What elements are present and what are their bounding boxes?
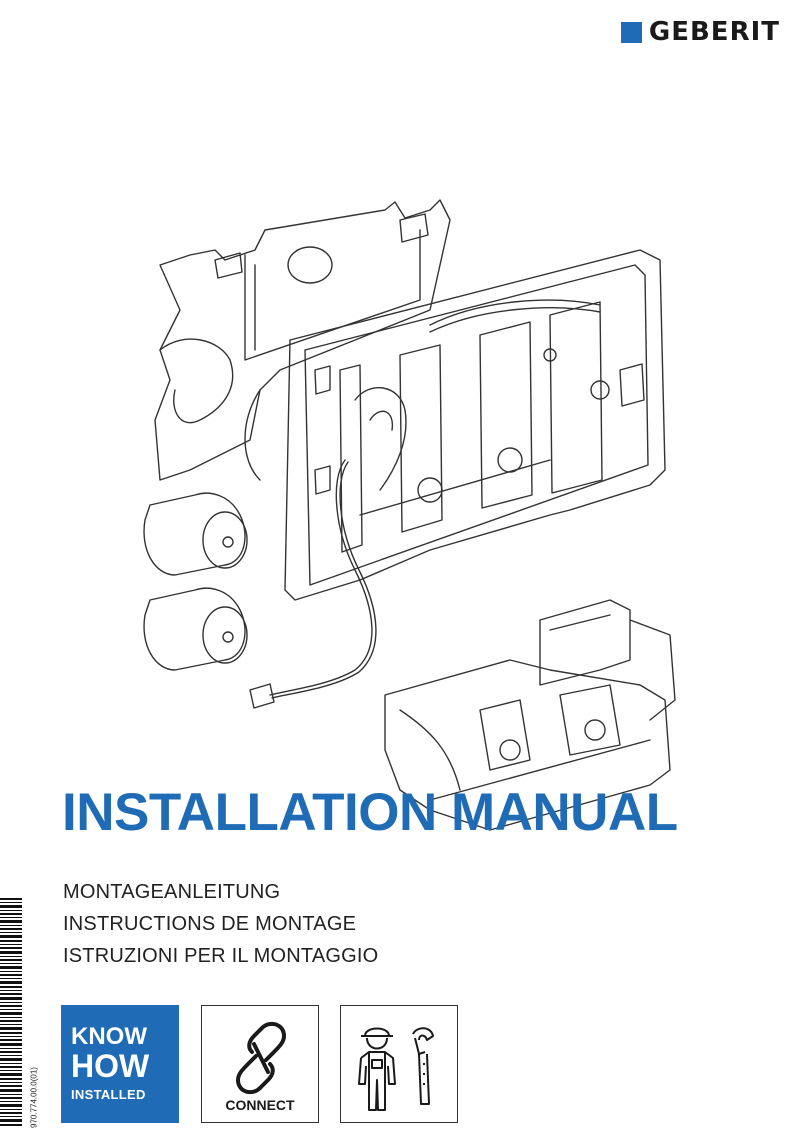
logo-text: GEBERIT (648, 17, 780, 47)
pipe-wrench-icon (412, 1027, 434, 1105)
worker-icon (358, 1027, 396, 1111)
badge-line-installed: INSTALLED (71, 1087, 146, 1102)
document-number: 970.774.00.0(01) (29, 1067, 39, 1129)
subtitle-german: MONTAGEANLEITUNG (63, 881, 281, 903)
mounting-frame (284, 249, 666, 601)
subtitle-italian: ISTRUZIONI PER IL MONTAGGIO (63, 945, 379, 967)
badge-line-know: KNOW (71, 1023, 147, 1050)
chain-link-icon (235, 1021, 287, 1095)
product-illustration (143, 199, 676, 831)
installer-badge (340, 1005, 458, 1123)
know-how-installed-badge: KNOW HOW INSTALLED (61, 1005, 179, 1123)
valve-unit (384, 599, 676, 831)
cover-plate (154, 199, 451, 481)
connector-cable (249, 459, 377, 709)
batteries (143, 492, 248, 671)
subtitle-list: MONTAGEANLEITUNG INSTRUCTIONS DE MONTAGE… (63, 876, 378, 972)
connect-badge: CONNECT (201, 1005, 319, 1123)
subtitle-french: INSTRUCTIONS DE MONTAGE (63, 913, 357, 935)
connect-label: CONNECT (225, 1097, 295, 1113)
manual-title: INSTALLATION MANUAL (62, 783, 678, 842)
barcode (0, 898, 22, 1126)
geberit-logo: GEBERIT (620, 17, 780, 47)
badge-line-how: HOW (71, 1048, 150, 1084)
logo-square-icon (620, 21, 642, 43)
